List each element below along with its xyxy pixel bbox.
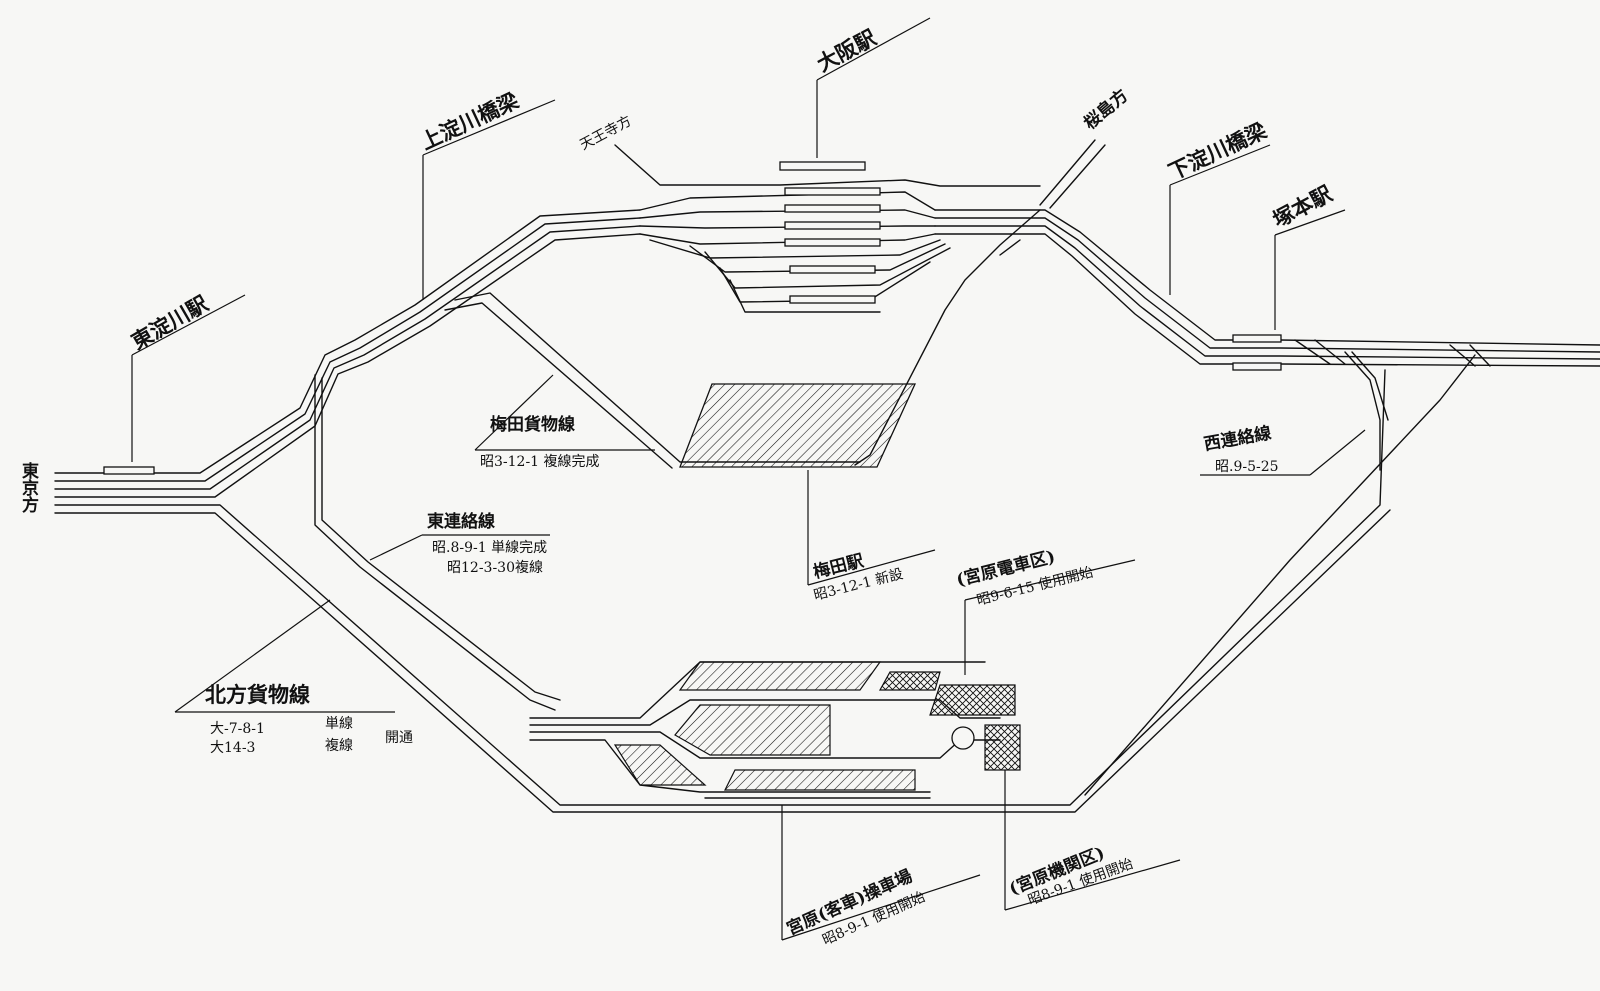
- nishi-connecting-line-date: 昭.9-5-25: [1215, 459, 1279, 475]
- emu-depot-shed: [929, 684, 1016, 716]
- umeda-freight-line-label: 梅田貨物線: [490, 414, 575, 435]
- tennoji-direction-label: 天王寺方: [577, 113, 634, 153]
- higashiyodogawa-station-label: 東淀川駅: [127, 290, 213, 354]
- nishi-connecting-line: [1084, 351, 1476, 796]
- higashi-connecting-line-label: 東連絡線: [427, 511, 495, 532]
- tokaido-main-line: [54, 209, 1600, 498]
- hokuho-date-2: 大14-3: [210, 740, 255, 756]
- tsukamoto-platform-1: [1232, 334, 1282, 343]
- higashiyodogawa-platform: [103, 466, 155, 475]
- tsukamoto-platform-2: [1232, 362, 1282, 371]
- higashi-connecting-line-date-2: 昭12-3-30複線: [447, 559, 543, 576]
- yard-area-1: [678, 661, 882, 691]
- hokuho-double-label: 複線: [325, 737, 353, 754]
- labels: 大阪駅 上淀川橋梁 天王寺方 桜島方 下淀川橋梁 塚本駅 東淀川駅 東京方 梅田…: [18, 24, 1337, 948]
- hokuho-single-label: 単線: [325, 716, 353, 732]
- leader-lines: [131, 17, 1366, 941]
- osaka-platform-6: [789, 265, 876, 274]
- hokuho-freight-line-label: 北方貨物線: [205, 682, 310, 707]
- umeda-freight-line: [444, 292, 917, 469]
- miyahara-yard: [529, 661, 1021, 799]
- osaka-platform-5: [784, 238, 881, 247]
- yard-area-3: [613, 744, 707, 786]
- higashi-connecting-line: [314, 374, 561, 711]
- emu-depot-area: [878, 671, 941, 691]
- osaka-platform-2: [784, 187, 881, 196]
- sakurajima-direction-label: 桜島方: [1080, 85, 1133, 134]
- hokuho-freight-line: [54, 369, 1391, 813]
- osaka-station-yard: [614, 139, 1106, 466]
- umeda-freight-line-date: 昭3-12-1 複線完成: [480, 453, 600, 470]
- hokuho-opened-label: 開通: [385, 730, 413, 746]
- osaka-platform-4: [784, 221, 881, 230]
- hokuho-date-1: 大-7-8-1: [210, 721, 265, 737]
- higashi-connecting-line-date-1: 昭.8-9-1 単線完成: [432, 540, 547, 556]
- nishi-connecting-line-label: 西連絡線: [1202, 422, 1273, 454]
- kamiyodogawa-bridge-label: 上淀川橋梁: [417, 87, 524, 154]
- osaka-platform-1: [779, 161, 866, 171]
- osaka-platform-7: [789, 295, 876, 304]
- turntable: [951, 726, 975, 750]
- yard-area-2: [674, 704, 831, 756]
- osaka-station-label: 大阪駅: [813, 24, 881, 76]
- yard-area-4: [724, 769, 916, 791]
- tokyo-direction-label: 東京方: [18, 461, 39, 513]
- loco-depot-shed: [984, 724, 1021, 771]
- osaka-platform-3: [784, 204, 881, 213]
- umeda-station-yard: [679, 383, 917, 468]
